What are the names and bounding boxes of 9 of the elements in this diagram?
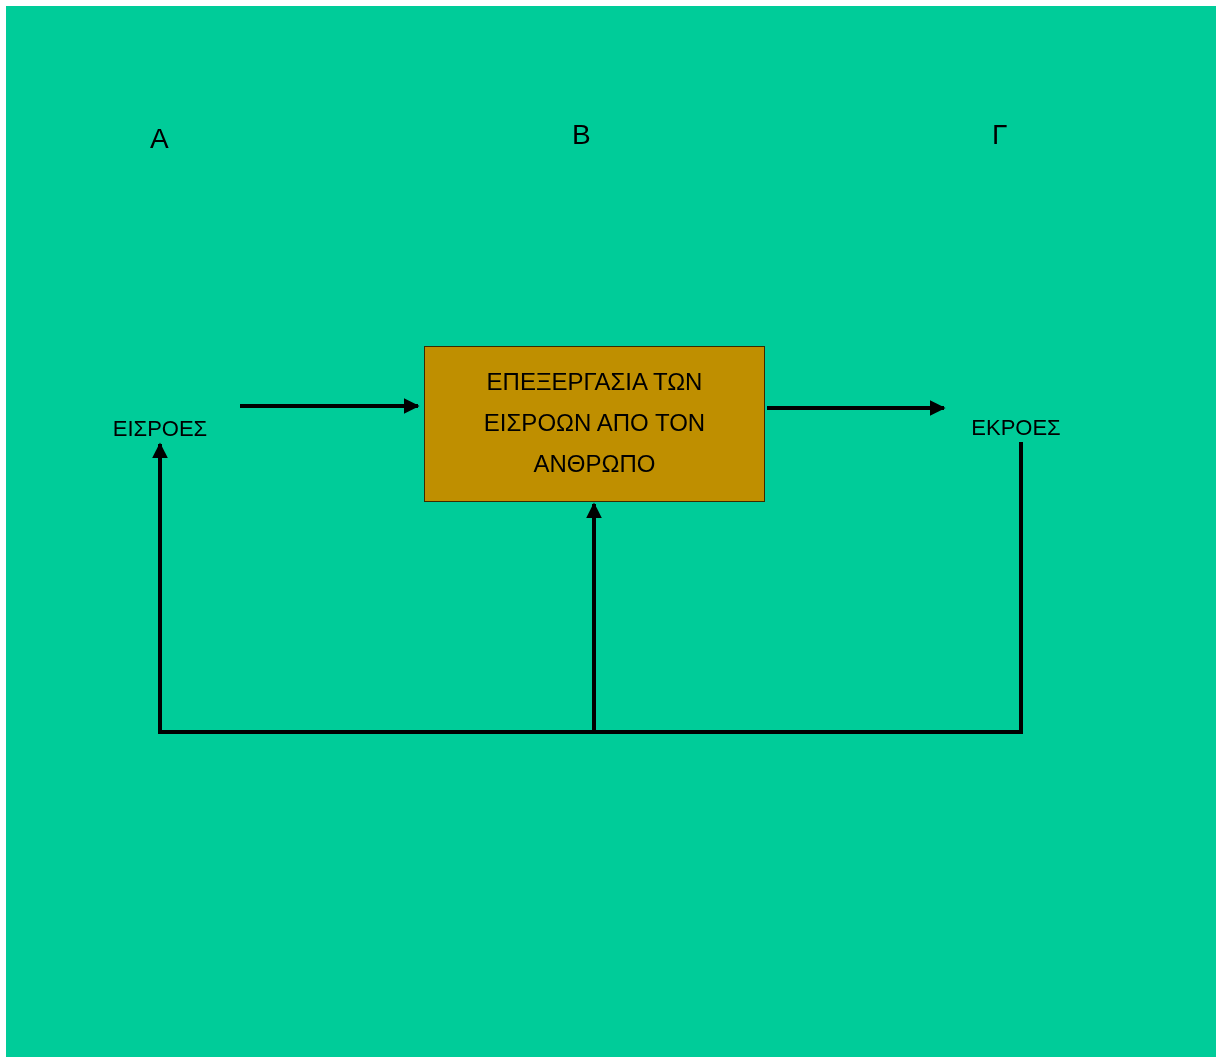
arrow <box>767 400 946 416</box>
column-letter: Γ <box>992 118 1008 152</box>
process-box: ΕΠΕΞΕΡΓΑΣΙΑ ΤΩΝ ΕΙΣΡΟΩΝ ΑΠΟ ΤΟΝ ΑΝΘΡΩΠΟ <box>424 346 765 502</box>
output-label: ΕΚΡΟΕΣ <box>956 411 1076 444</box>
input-label: ΕΙΣΡΟΕΣ <box>100 412 220 445</box>
column-letter: Β <box>572 118 591 152</box>
arrow <box>586 442 1023 734</box>
column-letter: Α <box>150 122 169 156</box>
arrow <box>240 398 420 414</box>
